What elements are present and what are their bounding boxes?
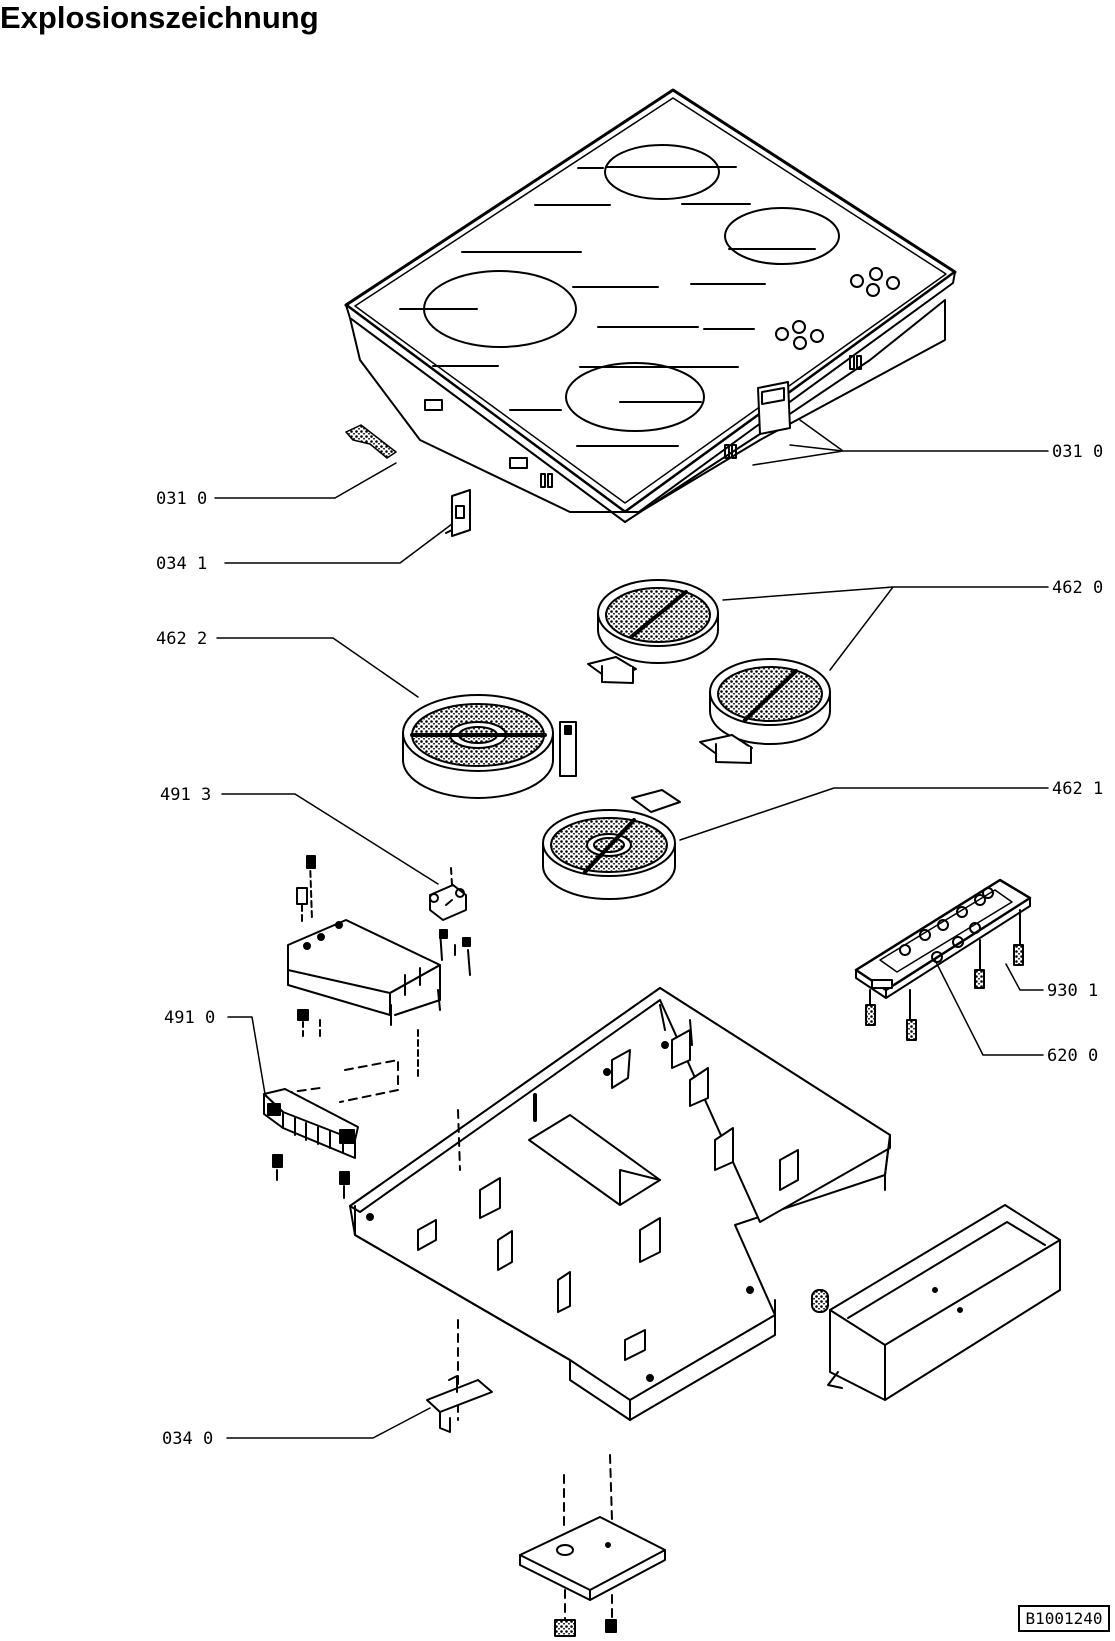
terminal-cover-box [811,1204,1061,1401]
leader-lines [214,419,1049,1439]
label-462-0: 462 0 [1052,578,1103,598]
document-number: B1001240 [1018,1605,1110,1632]
label-034-0: 034 0 [162,1429,213,1449]
label-491-0: 491 0 [164,1008,215,1028]
radiant-heater-4620-bottom [699,658,831,764]
label-462-1: 462 1 [1052,779,1103,799]
label-462-2: 462 2 [156,629,207,649]
label-031-0-right: 031 0 [1052,442,1103,462]
clip-0340 [426,1375,493,1433]
control-pcb-6200 [854,878,1032,1041]
label-620-0: 620 0 [1047,1046,1098,1066]
bottom-cover-plate [519,1454,666,1637]
terminal-block-4910 [263,1088,359,1199]
radiant-heater-4622 [402,694,577,799]
radiant-heater-4620-top [587,579,719,684]
clip-0341 [445,489,471,537]
radiant-heater-4621 [542,789,681,900]
label-034-1: 034 1 [156,554,207,574]
sealing-strip-left [345,424,397,459]
label-491-3: 491 3 [160,785,211,805]
page-title: Explosionszeichnung [0,0,319,35]
label-031-0-left: 031 0 [156,489,207,509]
bottom-tray [349,987,891,1421]
mounting-plate [269,855,441,1103]
bracket-4913 [429,867,471,976]
label-930-1: 930 1 [1047,981,1098,1001]
glass-cooktop [344,88,957,523]
